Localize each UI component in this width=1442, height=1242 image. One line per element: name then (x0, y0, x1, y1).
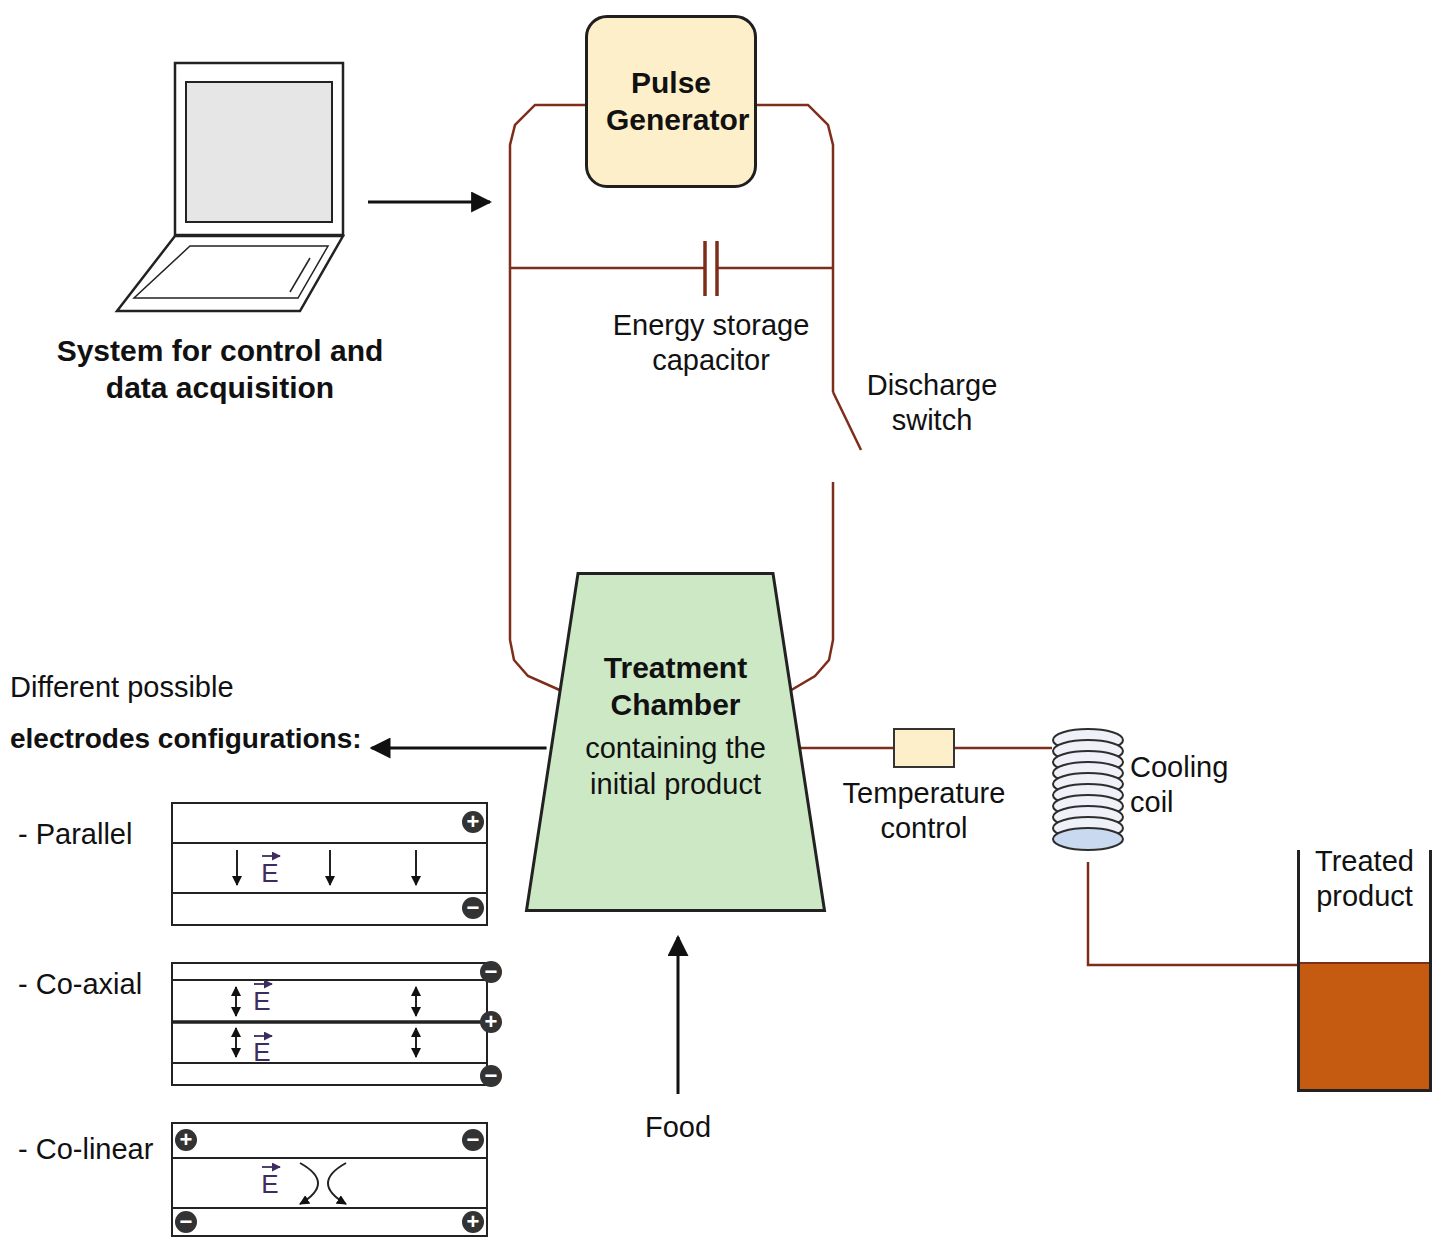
coaxial-electrodes-part (172, 979, 487, 981)
colinear-electrodes-part (172, 1157, 487, 1159)
coaxial-electrodes-part (480, 1011, 502, 1033)
text-label: Discharge switch (847, 368, 1017, 439)
polarity-sign: + (180, 1129, 193, 1151)
polarity-sign: − (467, 897, 480, 919)
laptop-icon-part (117, 236, 343, 311)
colinear-electrodes-part (262, 1166, 280, 1168)
colinear-electrodes-part (300, 1163, 318, 1204)
node-label: Pulse Generator (606, 65, 736, 138)
coaxial-electrodes-part (172, 1020, 487, 1024)
parallel-electrodes-part (172, 842, 487, 844)
capacitor-symbol-part (510, 267, 704, 270)
switch-blade (833, 392, 861, 450)
colinear-electrodes-part (175, 1129, 197, 1151)
pulse-generator-box: Pulse Generator (585, 15, 757, 188)
polarity-sign: − (485, 961, 498, 983)
text-label: electrodes configurations: (10, 722, 362, 756)
food-arrow-part (677, 937, 680, 1094)
polarity-sign: − (467, 1129, 480, 1151)
text-label: System for control and data acquisition (30, 333, 410, 406)
parallel-electrodes-part (462, 897, 484, 919)
control-arrow (368, 202, 490, 203)
parallel-electrodes-part (462, 811, 484, 833)
colinear-electrodes-part (462, 1211, 484, 1233)
node-label: Treated product (1300, 844, 1429, 915)
parallel-electrodes-part (172, 892, 487, 894)
colinear-electrodes-part (172, 1207, 487, 1209)
text-label: - Co-linear (18, 1132, 153, 1167)
parallel-electrodes (172, 803, 487, 925)
text-wrap: Temperature control (825, 776, 1023, 847)
coaxial-electrodes-part (415, 987, 417, 1016)
capacitor-symbol-part (718, 267, 833, 270)
control-arrow-part (368, 201, 490, 204)
colinear-electrodes-part (328, 1163, 346, 1204)
coaxial-electrodes-part (254, 1035, 272, 1037)
laptop-icon-part (290, 258, 310, 292)
treated-liquid (1300, 962, 1429, 1089)
food-arrow (678, 937, 679, 1094)
config-arrow (372, 748, 547, 749)
node-label: containing the initial product (565, 731, 786, 802)
text-label: Different possible (10, 670, 234, 705)
colinear-electrodes (172, 1123, 487, 1236)
laptop-icon-part (134, 246, 328, 298)
coaxial-electrodes-part (415, 1028, 417, 1057)
capacitor-symbol-part (703, 241, 707, 296)
cooling-coil: Cooling coil (1050, 728, 1126, 866)
coil-drawing (1050, 728, 1126, 866)
text-wrap: Treatment Chamber containing the initial … (565, 650, 786, 802)
polarity-sign: + (467, 811, 480, 833)
text-label: - Co-axial (18, 967, 142, 1002)
text-wrap: Treated product (1300, 844, 1429, 915)
wire-connector (1088, 862, 1297, 965)
colinear-electrodes-part (462, 1129, 484, 1151)
colinear-electrodes-part (175, 1211, 197, 1233)
parallel-electrodes-part (329, 850, 331, 885)
treatment-chamber: Treatment Chamber containing the initial … (525, 572, 826, 912)
chamber-heading: Treatment Chamber (565, 650, 786, 723)
field-vector-label: E (253, 988, 270, 1014)
coaxial-electrodes-part (480, 1065, 502, 1087)
polarity-sign: − (180, 1211, 193, 1233)
config-arrow-line (372, 747, 547, 750)
text-wrap: Cooling coil (1130, 750, 1250, 821)
temperature-control-box: Temperature control (893, 728, 955, 768)
coaxial-electrodes-part (254, 983, 272, 985)
polarity-sign: + (485, 1011, 498, 1033)
field-vector-label: E (261, 860, 278, 886)
capacitor-symbol (510, 241, 833, 296)
coaxial-electrodes-part (480, 961, 502, 983)
coil-turn (1053, 828, 1123, 850)
node-label: Temperature control (825, 776, 1023, 847)
field-vector-label: E (261, 1171, 278, 1197)
parallel-electrodes-part (415, 850, 417, 885)
treated-product-beaker: Treated product (1297, 850, 1432, 1092)
laptop-icon-part (175, 63, 343, 235)
text-label: Energy storage capacitor (596, 308, 826, 379)
text-label: Food (645, 1110, 711, 1145)
coaxial-electrodes-part (172, 1062, 487, 1064)
wire-connector (955, 747, 1052, 750)
coaxial-electrodes-part (235, 1028, 237, 1057)
laptop-icon (117, 63, 343, 311)
laptop-icon-part (186, 82, 332, 222)
parallel-electrodes-part (172, 803, 487, 925)
node-label: Cooling coil (1130, 750, 1250, 821)
parallel-electrodes-part (262, 855, 280, 857)
polarity-sign: − (485, 1065, 498, 1087)
chamber-shape (527, 574, 825, 911)
text-wrap: Pulse Generator (606, 65, 736, 138)
polarity-sign: + (467, 1211, 480, 1233)
coaxial-electrodes-part (172, 963, 487, 1085)
colinear-electrodes-part (172, 1123, 487, 1236)
parallel-electrodes-part (236, 850, 238, 885)
switch-blade-part (833, 392, 861, 450)
field-vector-label: E (253, 1039, 270, 1065)
wire-connector (800, 747, 893, 750)
coaxial-electrodes-part (235, 987, 237, 1016)
text-label: - Parallel (18, 817, 132, 852)
coaxial-electrodes (172, 961, 502, 1087)
